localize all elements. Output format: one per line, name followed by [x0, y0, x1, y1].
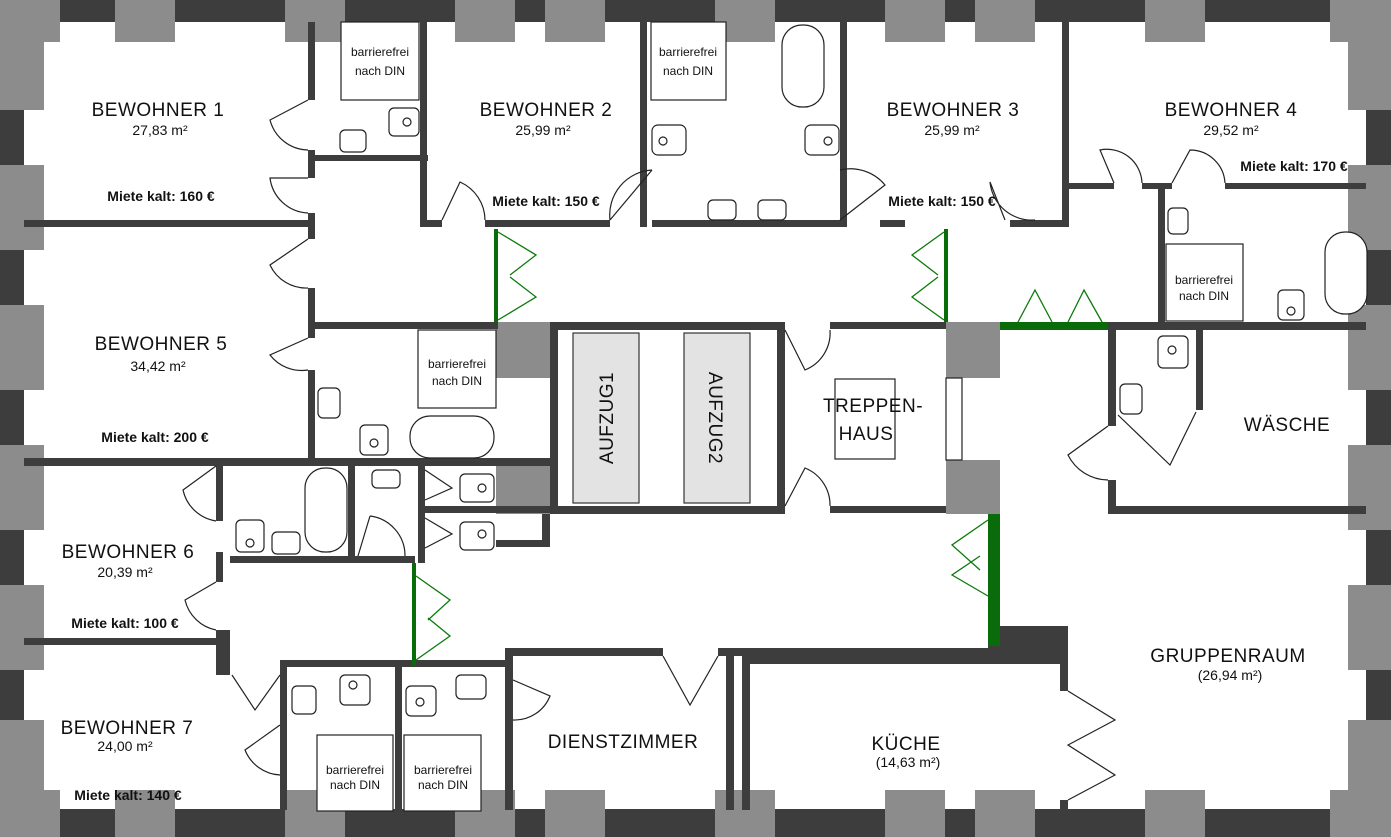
svg-text:barrierefrei: barrierefrei — [1175, 273, 1233, 287]
svg-text:TREPPEN-: TREPPEN- — [823, 396, 923, 417]
svg-text:nach DIN: nach DIN — [663, 64, 713, 78]
room-laundry: WÄSCHE — [1244, 415, 1330, 436]
svg-text:Miete kalt: 100 €: Miete kalt: 100 € — [71, 615, 179, 631]
room-staff: DIENSTZIMMER — [548, 732, 699, 753]
room-bewohner-4: BEWOHNER 4 29,52 m² Miete kalt: 170 € — [1165, 100, 1348, 174]
barrier-free-label-2: barrierefrei nach DIN — [650, 21, 727, 101]
svg-text:34,42 m²: 34,42 m² — [130, 358, 186, 374]
svg-text:BEWOHNER 4: BEWOHNER 4 — [1165, 100, 1298, 121]
svg-text:Miete kalt: 200 €: Miete kalt: 200 € — [101, 429, 209, 445]
svg-text:BEWOHNER 3: BEWOHNER 3 — [887, 100, 1020, 121]
svg-text:20,39 m²: 20,39 m² — [97, 564, 153, 580]
room-bewohner-7: BEWOHNER 7 24,00 m² Miete kalt: 140 € — [61, 718, 194, 803]
svg-text:barrierefrei: barrierefrei — [414, 763, 472, 777]
svg-text:AUFZUG1: AUFZUG1 — [597, 372, 618, 464]
barrier-free-label-3: barrierefrei nach DIN — [1165, 243, 1244, 322]
svg-text:Miete kalt: 170 €: Miete kalt: 170 € — [1240, 158, 1348, 174]
svg-text:DIENSTZIMMER: DIENSTZIMMER — [548, 732, 699, 753]
room-bewohner-3: BEWOHNER 3 25,99 m² Miete kalt: 150 € — [887, 100, 1020, 209]
fixtures — [235, 24, 1368, 717]
svg-text:27,83 m²: 27,83 m² — [132, 122, 188, 138]
svg-text:HAUS: HAUS — [839, 424, 894, 445]
svg-text:25,99 m²: 25,99 m² — [924, 122, 980, 138]
svg-text:29,52 m²: 29,52 m² — [1203, 122, 1259, 138]
svg-text:Miete kalt: 150 €: Miete kalt: 150 € — [492, 193, 600, 209]
elevator-1: AUFZUG1 — [572, 332, 640, 504]
interior-walls — [24, 22, 1366, 810]
svg-text:GRUPPENRAUM: GRUPPENRAUM — [1150, 646, 1305, 667]
svg-text:Miete kalt: 160 €: Miete kalt: 160 € — [107, 188, 215, 204]
staircase: TREPPEN- HAUS — [823, 378, 923, 460]
svg-text:24,00 m²: 24,00 m² — [97, 738, 153, 754]
barrier-free-label-5: barrierefrei nach DIN — [316, 734, 394, 812]
fire-doors — [412, 229, 1108, 666]
room-bewohner-5: BEWOHNER 5 34,42 m² Miete kalt: 200 € — [95, 334, 228, 445]
room-bewohner-6: BEWOHNER 6 20,39 m² Miete kalt: 100 € — [62, 542, 195, 631]
svg-text:barrierefrei: barrierefrei — [351, 45, 409, 59]
svg-text:barrierefrei: barrierefrei — [428, 357, 486, 371]
svg-text:barrierefrei: barrierefrei — [326, 763, 384, 777]
doors — [182, 99, 1226, 801]
barrier-free-label-1: barrierefrei nach DIN — [340, 21, 420, 101]
svg-text:AUFZUG2: AUFZUG2 — [704, 372, 725, 464]
svg-text:BEWOHNER 5: BEWOHNER 5 — [95, 334, 228, 355]
room-bewohner-2: BEWOHNER 2 25,99 m² Miete kalt: 150 € — [480, 100, 613, 209]
svg-text:Miete kalt: 150 €: Miete kalt: 150 € — [888, 193, 996, 209]
elevator-2: AUFZUG2 — [683, 332, 751, 504]
svg-text:Miete kalt: 140 €: Miete kalt: 140 € — [74, 787, 182, 803]
barrier-free-label-4: barrierefrei nach DIN — [417, 329, 497, 409]
svg-text:barrierefrei: barrierefrei — [659, 45, 717, 59]
svg-text:nach DIN: nach DIN — [418, 778, 468, 792]
svg-text:nach DIN: nach DIN — [355, 64, 405, 78]
svg-text:25,99 m²: 25,99 m² — [515, 122, 571, 138]
svg-text:BEWOHNER 7: BEWOHNER 7 — [61, 718, 194, 739]
svg-text:BEWOHNER 2: BEWOHNER 2 — [480, 100, 613, 121]
room-bewohner-1: BEWOHNER 1 27,83 m² Miete kalt: 160 € — [92, 100, 225, 204]
svg-text:BEWOHNER 6: BEWOHNER 6 — [62, 542, 195, 563]
svg-text:BEWOHNER 1: BEWOHNER 1 — [92, 100, 225, 121]
svg-text:nach DIN: nach DIN — [1179, 289, 1229, 303]
room-kitchen: KÜCHE (14,63 m²) — [871, 734, 940, 770]
svg-text:nach DIN: nach DIN — [330, 778, 380, 792]
barrier-free-label-6: barrierefrei nach DIN — [403, 734, 482, 812]
svg-text:WÄSCHE: WÄSCHE — [1244, 415, 1330, 436]
svg-text:nach DIN: nach DIN — [432, 374, 482, 388]
room-group: GRUPPENRAUM (26,94 m²) — [1150, 646, 1305, 683]
svg-text:(14,63 m²): (14,63 m²) — [876, 754, 941, 770]
svg-text:KÜCHE: KÜCHE — [871, 734, 940, 755]
svg-text:(26,94 m²): (26,94 m²) — [1198, 667, 1263, 683]
